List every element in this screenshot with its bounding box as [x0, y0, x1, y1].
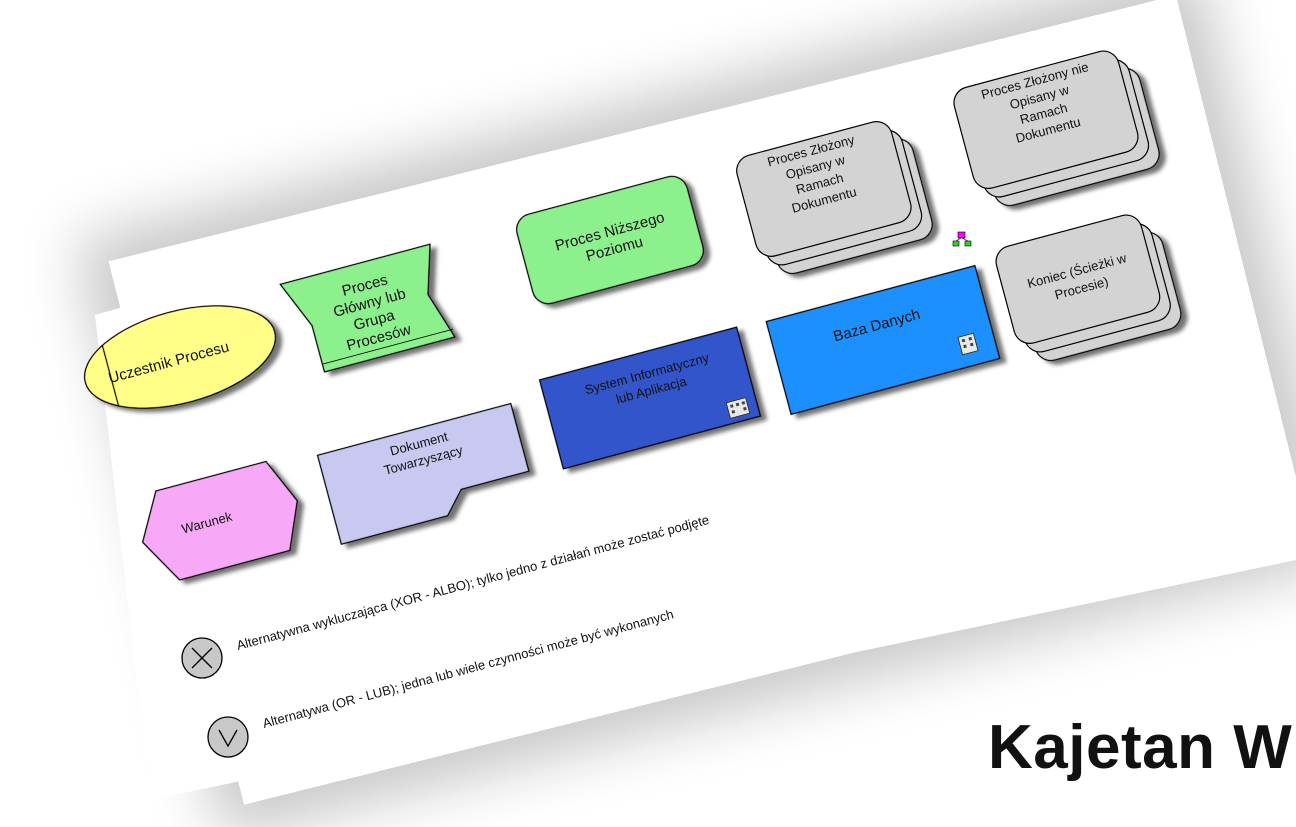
it-system-shape: [538, 326, 762, 470]
author-name: Kajetan W: [988, 713, 1293, 782]
complex-process-described-shape: [736, 121, 933, 275]
document-shape: [316, 402, 530, 545]
or-connector-icon: [207, 716, 249, 758]
condition-shape: [141, 460, 298, 581]
connector-icon: [952, 231, 972, 247]
complex-process-undescribed-shape: [953, 50, 1160, 207]
participant-shape: [83, 305, 277, 409]
xor-connector-icon: [181, 637, 223, 679]
end-shape: [995, 214, 1182, 362]
it-system-building-icon: [725, 397, 751, 419]
main-process-shape: [279, 243, 456, 373]
lower-process-shape: [516, 175, 704, 305]
database-building-icon: [957, 332, 979, 356]
database-shape: [765, 264, 1001, 416]
